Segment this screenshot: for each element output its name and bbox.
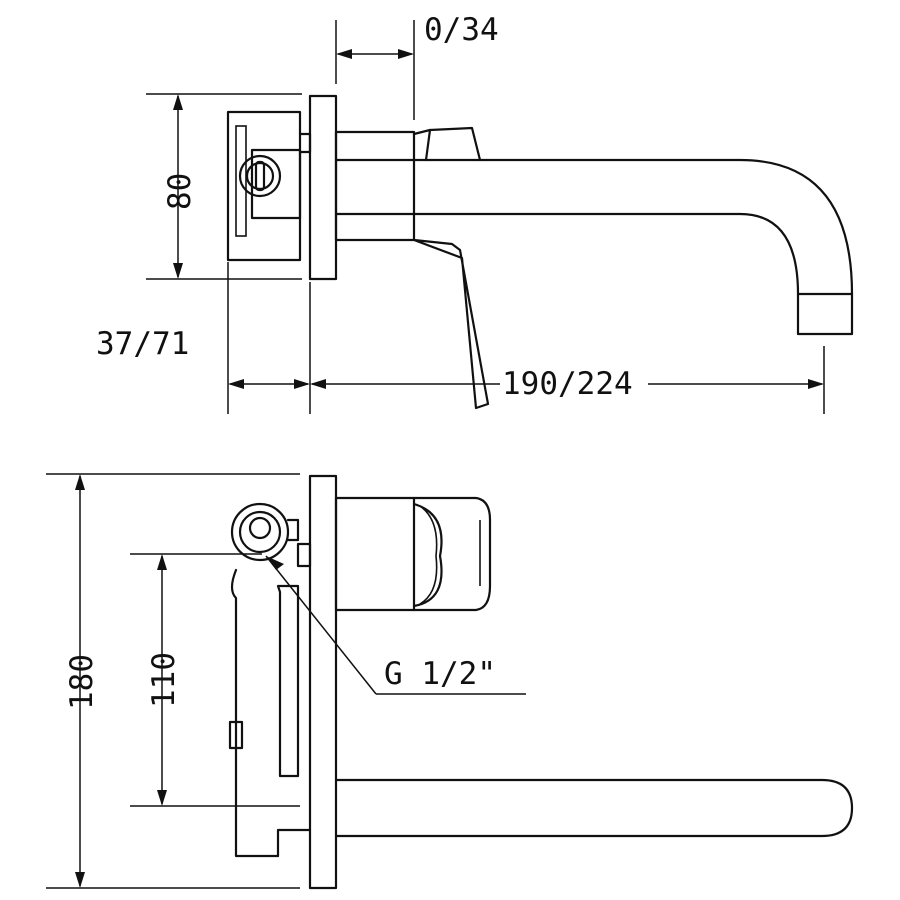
dim-height-front-label: 180 bbox=[64, 654, 100, 710]
top-view: 0/34 80 37/71 190/224 bbox=[96, 12, 854, 414]
dim-projection-label: 0/34 bbox=[424, 12, 499, 48]
dim-height-top-label: 80 bbox=[162, 173, 198, 210]
mixer-body-side bbox=[334, 496, 416, 612]
inlet-circle-side bbox=[230, 502, 290, 562]
thread-label: G 1/2" bbox=[384, 656, 496, 692]
side-view: 180 110 G 1/2" bbox=[46, 473, 854, 890]
dim-length-label: 190/224 bbox=[502, 366, 633, 402]
wall-plate-top bbox=[308, 94, 338, 281]
dim-depth-label: 37/71 bbox=[96, 326, 189, 362]
wall-plate-side bbox=[308, 474, 338, 890]
lever-side bbox=[412, 496, 492, 612]
spout-side bbox=[334, 778, 854, 838]
dim-inlet-height-label: 110 bbox=[146, 652, 182, 708]
lever-top bbox=[412, 126, 490, 410]
mixer-body-top bbox=[334, 130, 416, 242]
inlet-circle-top bbox=[238, 154, 282, 198]
